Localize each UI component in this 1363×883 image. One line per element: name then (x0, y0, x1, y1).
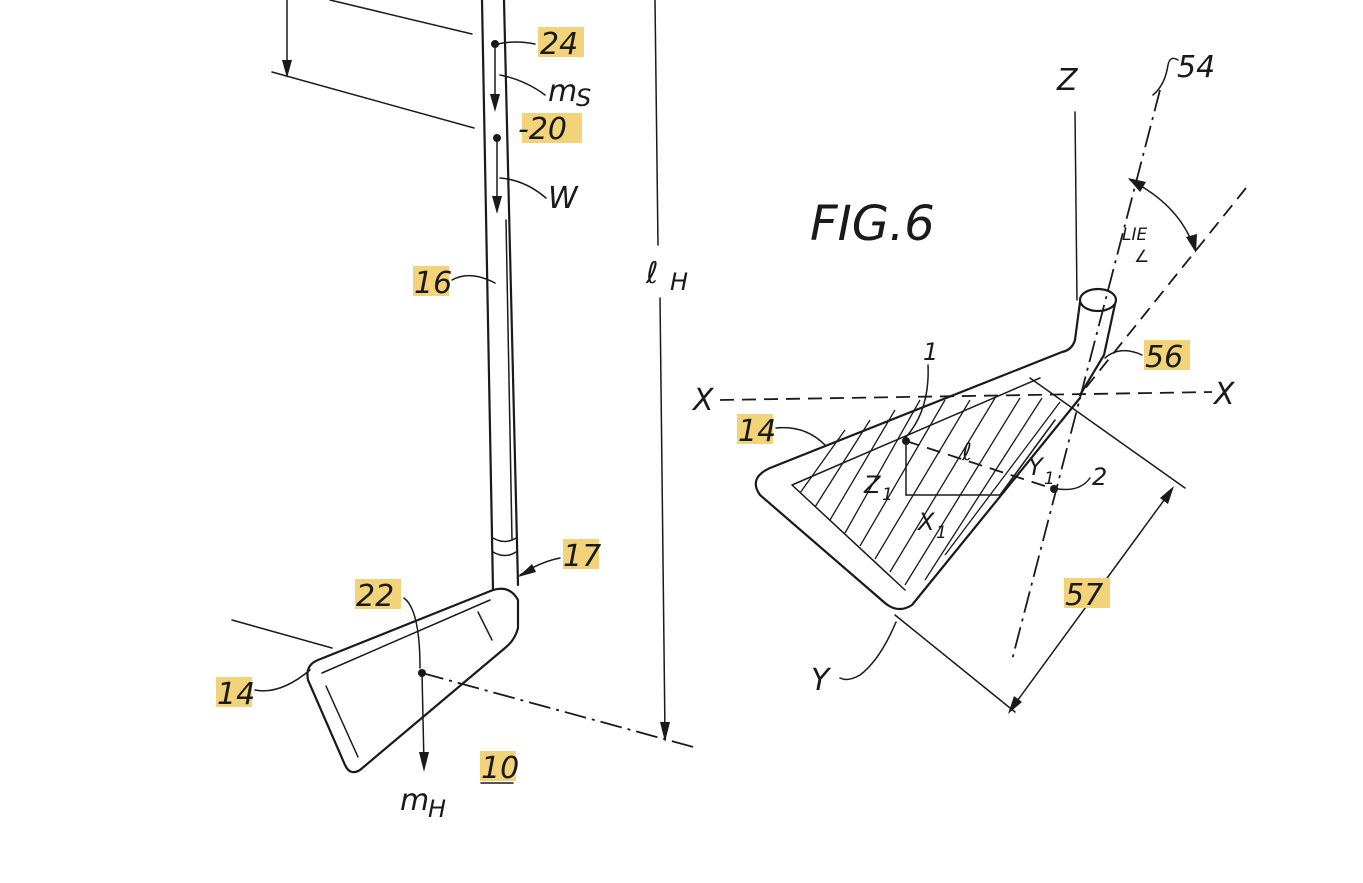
hosel-ferrule-bottom (493, 552, 516, 556)
label-17: 17 (563, 539, 601, 574)
z-axis-line (1075, 112, 1077, 300)
label-z1-subscript: 1 (882, 485, 893, 505)
club-head-side (307, 589, 518, 772)
label-57: 57 (1065, 578, 1103, 613)
mass-head-arrow-line (422, 673, 424, 765)
label-x1-subscript: 1 (936, 523, 947, 543)
x-axis-line (720, 392, 1212, 400)
ground-line-right (422, 673, 697, 748)
label-l-h-subscript: H (670, 268, 688, 296)
label-l-h: ℓ (645, 256, 658, 291)
label-16: 16 (414, 266, 452, 301)
extension-line-lower (272, 72, 474, 128)
club-head-outline (307, 589, 518, 772)
label-x-axis-right: X (1212, 377, 1236, 412)
label-y-axis: Y (811, 663, 832, 698)
club-head-top-line (322, 600, 490, 673)
label-lie-symbol: ∠ (1134, 247, 1149, 267)
label-m-s: m (548, 74, 577, 109)
label-14-left: 14 (217, 677, 255, 712)
label-m-h: m (400, 783, 429, 818)
label-24: 24 (540, 27, 578, 62)
label-22: 22 (356, 579, 394, 614)
weight-arrowhead (492, 196, 502, 214)
label-56: 56 (1145, 340, 1183, 375)
label-point-1: 1 (923, 338, 938, 366)
label-lie: LIE (1122, 225, 1147, 245)
leader-w (500, 178, 546, 198)
label-point-2: 2 (1092, 463, 1107, 491)
leader-54 (1153, 58, 1178, 95)
point-2 (1050, 485, 1058, 493)
mass-head-arrowhead (419, 752, 429, 772)
hosel-top (1080, 289, 1116, 311)
club-head-inner-line (326, 686, 358, 757)
leader-2 (1058, 478, 1090, 490)
label-20: -20 (518, 112, 567, 147)
club-head-heel-line (478, 612, 492, 640)
leader-14-right (776, 428, 825, 445)
label-z-axis: Z (1056, 63, 1079, 98)
label-x-axis-left: X (691, 383, 715, 418)
arrow-17 (518, 564, 536, 577)
leader-16 (452, 276, 495, 283)
leader-1 (906, 365, 928, 437)
y-axis-lower (895, 615, 1015, 712)
shaft (482, 0, 518, 590)
shaft-axis-54 (1012, 90, 1160, 660)
shaft-left-edge (482, 0, 493, 590)
dimension-line-lh-upper (655, 0, 658, 245)
label-w: W (548, 181, 579, 216)
label-m-s-subscript: S (576, 84, 591, 112)
lie-arc-arrow-top (1128, 178, 1146, 192)
hosel (1062, 289, 1116, 395)
club-head-perspective-view: Z 54 LIE ∠ 56 X X (691, 50, 1246, 714)
label-m-h-subscript: H (428, 795, 446, 823)
figure-title: FIG.6 (810, 196, 935, 252)
dimension-line-lh-lower (660, 298, 665, 735)
leader-24 (498, 42, 535, 44)
label-54: 54 (1177, 50, 1215, 85)
label-z1: Z (863, 471, 881, 499)
label-y1: Y (1028, 453, 1045, 481)
label-10: 10 (481, 751, 519, 786)
face-hatching (800, 398, 1060, 585)
club-side-view: 24 m S -20 W 16 ℓ H 17 (216, 0, 697, 823)
hosel-left-edge (1062, 302, 1080, 352)
lie-arc-arrow-bottom (1186, 234, 1197, 253)
leader-22 (404, 598, 420, 668)
leader-56 (1105, 351, 1142, 358)
extension-line-upper (330, 0, 472, 34)
label-x1: X (916, 508, 935, 536)
dimension-arrow-57-top (1160, 486, 1174, 504)
mass-shaft-arrowhead (490, 94, 500, 112)
label-dimension-l: ℓ (961, 438, 972, 466)
label-14-right: 14 (738, 414, 776, 449)
leader-y (840, 622, 896, 679)
leader-14-left (255, 670, 310, 691)
ground-line-left (232, 620, 332, 648)
